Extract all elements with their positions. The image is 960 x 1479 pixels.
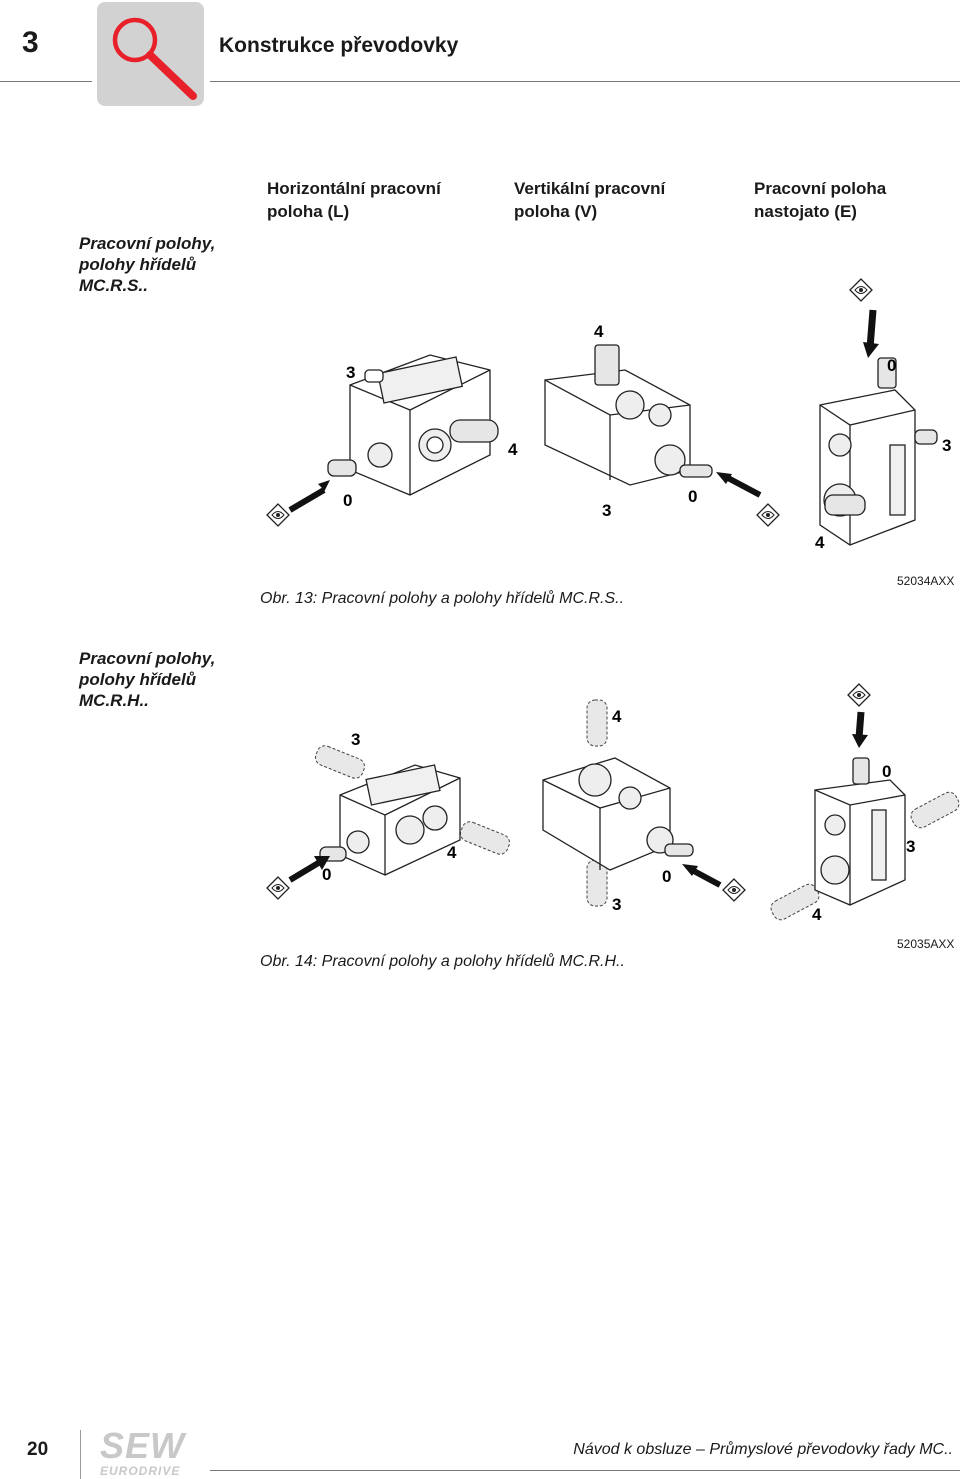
- figure-14-drawing: 3 4 0 4 3 0 0 3 4: [266, 683, 960, 924]
- header-divider: [0, 81, 92, 82]
- chapter-title: Konstrukce převodovky: [219, 34, 459, 57]
- position-label: 3: [612, 895, 621, 914]
- eye-view-icon: [847, 683, 871, 707]
- position-label: 4: [612, 707, 622, 726]
- position-label: 4: [812, 905, 822, 924]
- eye-view-icon: [266, 503, 290, 527]
- figure-13-drawing: 3 4 0 4 3 0 0 3 4: [266, 278, 951, 552]
- gearbox-upright: [819, 357, 938, 546]
- gearbox-horizontal: [327, 354, 499, 496]
- section-label-mcrh: Pracovní polohy, polohy hřídelů MC.R.H..: [79, 649, 216, 710]
- page-number: 20: [27, 1439, 49, 1460]
- figure-14-caption: Obr. 14: Pracovní polohy a polohy hřídel…: [260, 953, 625, 970]
- position-label: 0: [343, 491, 352, 510]
- view-arrows: [288, 711, 868, 888]
- position-label: 3: [942, 436, 951, 455]
- figure-13-caption: Obr. 13: Pracovní polohy a polohy hřídel…: [260, 590, 625, 607]
- position-label: 3: [346, 363, 355, 382]
- position-label: 0: [322, 865, 331, 884]
- chapter-tab: [97, 2, 204, 106]
- chapter-number: 3: [22, 26, 39, 59]
- view-arrows: [288, 309, 879, 513]
- eye-view-icon: [722, 878, 746, 902]
- position-label: 0: [688, 487, 697, 506]
- gearbox-vertical: [544, 344, 713, 486]
- footer-divider: [80, 1430, 81, 1479]
- position-label: 0: [882, 762, 891, 781]
- eye-view-icon: [266, 876, 290, 900]
- figure-14-code: 52035AXX: [897, 937, 955, 951]
- position-label: 4: [594, 322, 604, 341]
- gearbox-horizontal: [319, 764, 461, 876]
- magnifier-icon: [112, 17, 197, 100]
- section-label-mcrs: Pracovní polohy, polohy hřídelů MC.R.S..: [79, 234, 216, 295]
- gearbox-vertical: [542, 757, 694, 871]
- gearbox-upright: [814, 757, 906, 906]
- position-label: 4: [508, 440, 518, 459]
- eye-view-icon: [756, 503, 780, 527]
- position-label: 3: [906, 837, 915, 856]
- position-label: 0: [887, 356, 896, 375]
- position-label: 4: [815, 533, 825, 552]
- position-label: 3: [602, 501, 611, 520]
- figure-13-code: 52034AXX: [897, 574, 955, 588]
- header-divider: [210, 81, 960, 82]
- eye-view-icon: [849, 278, 873, 302]
- position-label: 0: [662, 867, 671, 886]
- footer-divider: [210, 1470, 960, 1471]
- position-label: 3: [351, 730, 360, 749]
- document-title: Návod k obsluze – Průmyslové převodovky …: [573, 1441, 953, 1458]
- position-label: 4: [447, 843, 457, 862]
- sew-eurodrive-logo: SEW EURODRIVE: [100, 1425, 186, 1479]
